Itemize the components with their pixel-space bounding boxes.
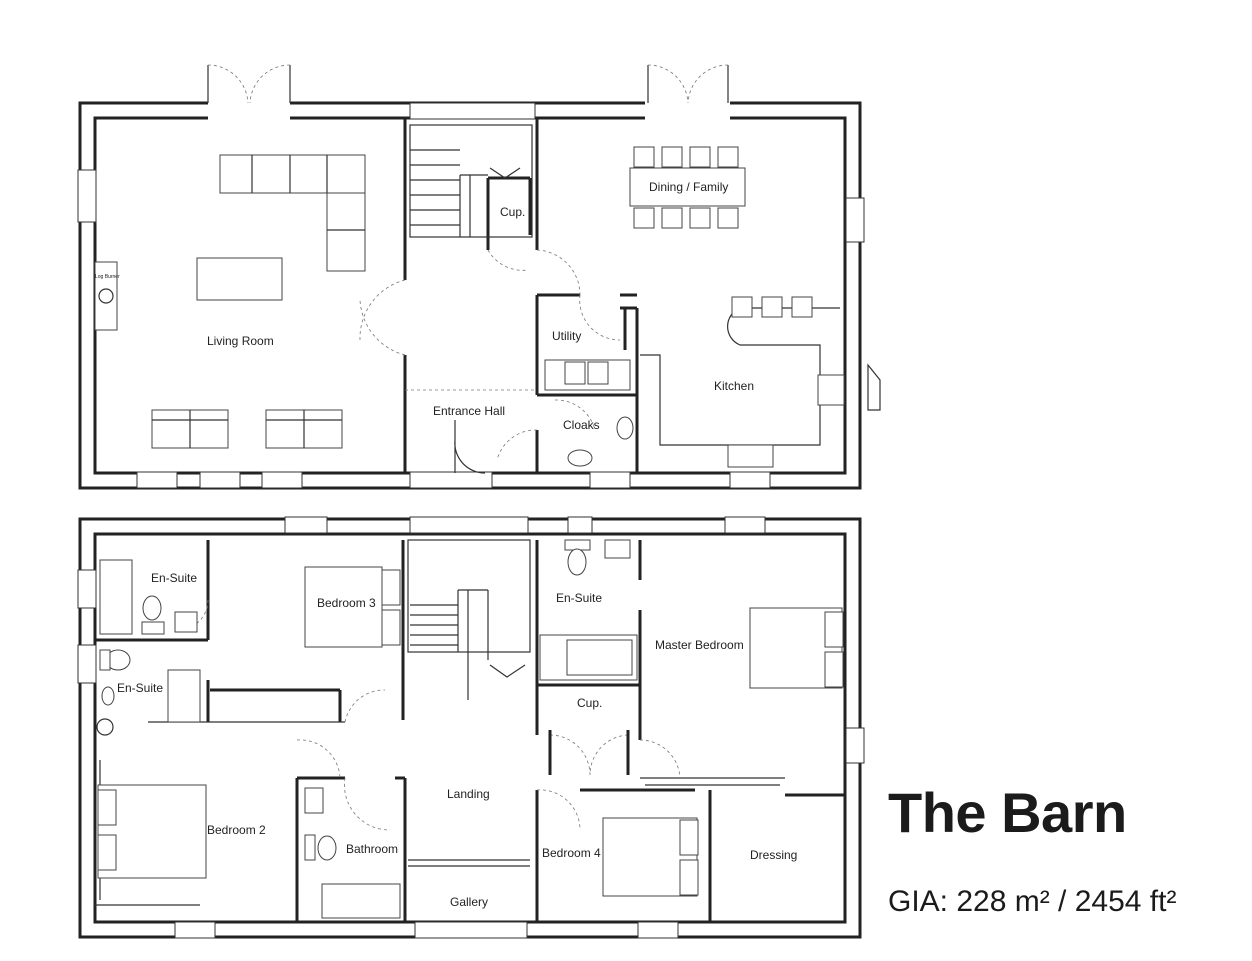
log-burner-label: Log Burner: [95, 274, 120, 280]
ensuite-2-label: En-Suite: [117, 681, 163, 695]
ensuite-1-label: En-Suite: [151, 571, 197, 585]
first-stairs: [407, 539, 531, 867]
living-room-furniture: [94, 154, 366, 449]
kitchen-label: Kitchen: [714, 379, 754, 393]
master-bedroom-label: Master Bedroom: [655, 638, 744, 652]
utility-label: Utility: [552, 329, 581, 343]
first-floor: En-Suite En-Suite Bedroom 3 En-Suite Mas…: [77, 516, 865, 939]
ground-floor: Living Room Log Burner Cup. Dining / Fam…: [77, 64, 881, 490]
property-title: The Barn: [888, 781, 1127, 844]
first-cupboard-label: Cup.: [577, 696, 602, 710]
dining-furniture: [629, 146, 746, 229]
dressing-label: Dressing: [750, 848, 797, 862]
dining-label: Dining / Family: [649, 180, 728, 194]
first-floor-furniture: [96, 539, 844, 919]
entrance-hall-label: Entrance Hall: [433, 404, 505, 418]
bedroom-2-label: Bedroom 2: [207, 823, 266, 837]
ground-cupboard-label: Cup.: [500, 205, 525, 219]
bedroom-3-label: Bedroom 3: [317, 596, 376, 610]
gallery-label: Gallery: [450, 895, 488, 909]
gross-internal-area: GIA: 228 m² / 2454 ft²: [888, 885, 1177, 918]
landing-label: Landing: [447, 787, 490, 801]
ensuite-master-label: En-Suite: [556, 591, 602, 605]
living-room-label: Living Room: [207, 334, 274, 348]
bedroom-4-label: Bedroom 4: [542, 846, 601, 860]
ground-stairs: [409, 124, 533, 238]
bathroom-label: Bathroom: [346, 842, 398, 856]
cloaks-label: Cloaks: [563, 418, 600, 432]
kitchen-furniture: [544, 296, 845, 468]
